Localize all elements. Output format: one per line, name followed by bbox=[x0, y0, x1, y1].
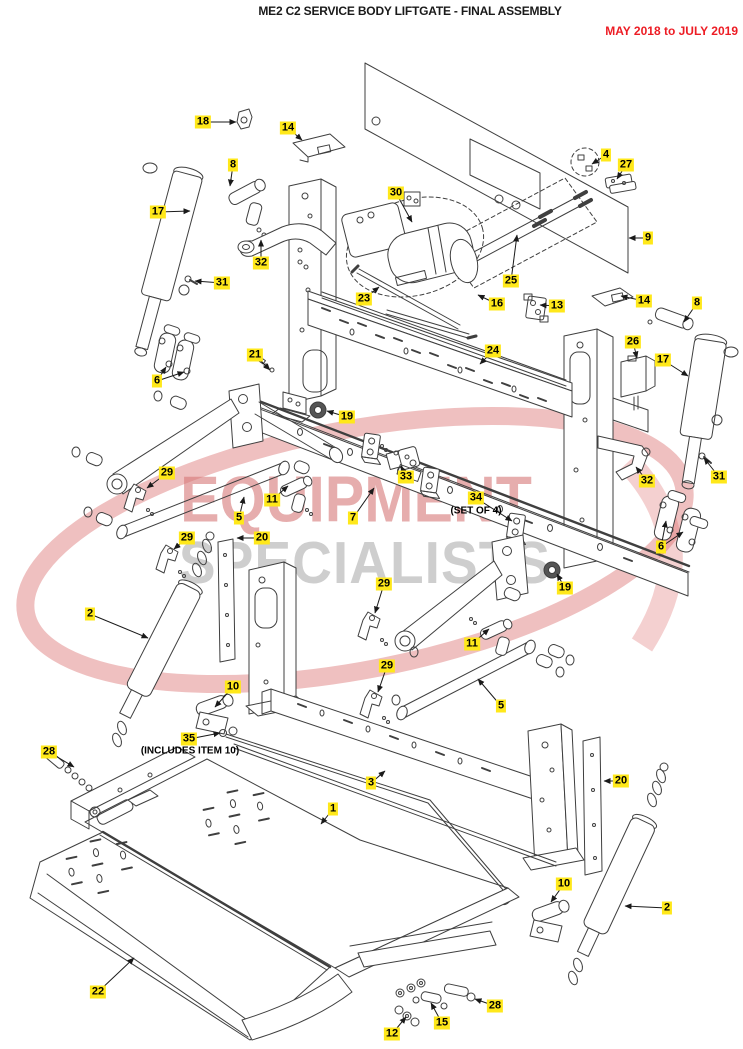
left-pin-8 bbox=[228, 178, 267, 238]
right-plate-20 bbox=[582, 736, 603, 876]
box-26 bbox=[620, 355, 656, 411]
right-cylinder-17 bbox=[679, 333, 739, 490]
deck-hole-cluster-b bbox=[65, 838, 133, 895]
power-unit-30-16 bbox=[341, 191, 485, 298]
top-plate-14 bbox=[292, 133, 346, 163]
rod-23 bbox=[350, 264, 478, 340]
right-pin-10 bbox=[529, 899, 570, 943]
deck-hole-cluster-a bbox=[202, 789, 270, 846]
clip-18 bbox=[236, 108, 253, 130]
rear-panel-9 bbox=[364, 62, 629, 274]
upper-left-arm bbox=[71, 383, 344, 495]
left-pin-11 bbox=[280, 475, 313, 516]
left-spring-cylinder-2 bbox=[112, 531, 215, 748]
latch-13 bbox=[523, 293, 549, 323]
right-bracket-32 bbox=[597, 435, 651, 481]
rollers-19 bbox=[309, 401, 561, 579]
lower-left-arm-5 bbox=[83, 460, 310, 540]
left-arm-32 bbox=[237, 223, 337, 270]
bottom-fasteners bbox=[394, 978, 476, 1027]
slotted-crossbar-24 bbox=[307, 290, 649, 433]
left-plate-20 bbox=[217, 538, 236, 663]
page-title: ME2 C2 SERVICE BODY LIFTGATE - FINAL ASS… bbox=[258, 4, 562, 18]
left-links-6 bbox=[153, 324, 201, 381]
hose-kit-25 bbox=[441, 177, 598, 289]
bellcranks-29 bbox=[123, 483, 390, 724]
right-spring-cylinder-2 bbox=[568, 762, 669, 986]
right-lower-column bbox=[522, 723, 585, 871]
upper-right-arm bbox=[394, 534, 575, 666]
date-range: MAY 2018 to JULY 2019 bbox=[605, 24, 738, 38]
torsion-bar-3 bbox=[233, 743, 557, 867]
platform-assembly bbox=[29, 746, 520, 1041]
right-links-6 bbox=[653, 489, 709, 553]
